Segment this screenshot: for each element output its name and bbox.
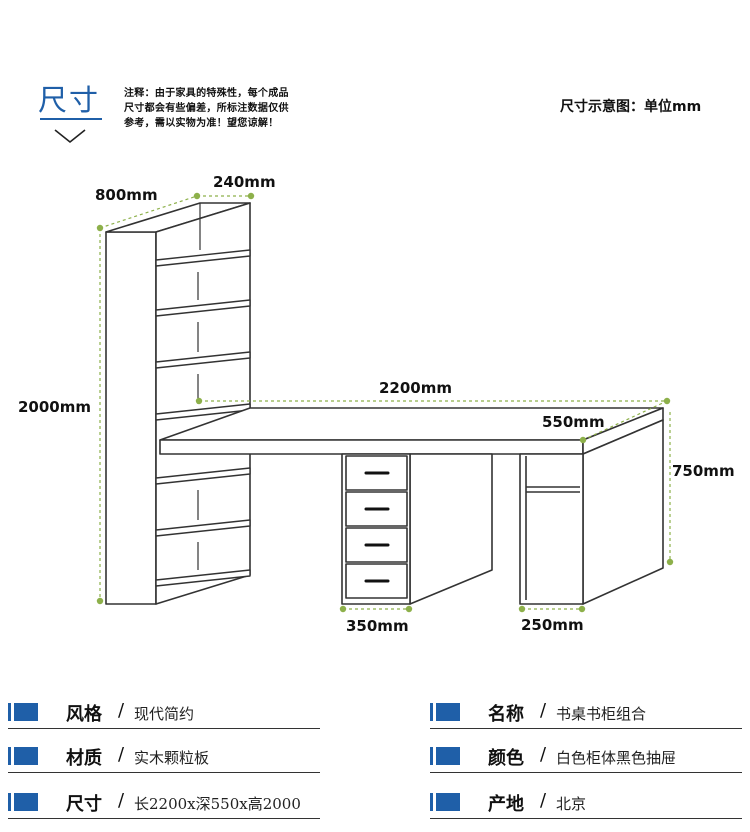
spec-underline — [430, 772, 742, 773]
diagram-caption: 尺寸示意图：单位mm — [560, 99, 702, 115]
spec-value: 实木颗粒板 — [134, 749, 210, 767]
spec-row-size: 尺寸 / 长2200x深550x高2000 — [8, 790, 320, 821]
dim-desk-height: 750mm — [672, 462, 735, 480]
spec-slash: / — [118, 790, 125, 811]
dim-height: 2000mm — [18, 398, 91, 416]
spec-underline — [430, 728, 742, 729]
spec-marker-icon — [430, 747, 460, 765]
spec-label: 颜色 — [488, 748, 524, 769]
spec-row-material: 材质 / 实木颗粒板 — [8, 744, 320, 775]
spec-row-style: 风格 / 现代简约 — [8, 700, 320, 731]
spec-underline — [8, 772, 320, 773]
dimension-guide-points — [96, 192, 674, 613]
note-line: 参考，需以实物为准！望您谅解！ — [124, 118, 279, 129]
spec-row-origin: 产地 / 北京 — [430, 790, 742, 821]
spec-marker-icon — [430, 703, 460, 721]
spec-value: 长2200x深550x高2000 — [134, 795, 301, 813]
spec-underline — [8, 818, 320, 819]
spec-row-name: 名称 / 书桌书柜组合 — [430, 700, 742, 731]
spec-value: 书桌书柜组合 — [556, 705, 647, 723]
size-disclaimer-note: 注释：由于家具的特殊性，每个成品 尺寸都会有些偏差，所标注数据仅供 参考，需以实… — [124, 86, 334, 131]
dim-drawer-unit-width: 350mm — [346, 617, 409, 635]
furniture-dimension-diagram: 800mm 240mm 2000mm 2200mm 550mm 750mm 35… — [18, 173, 735, 635]
bookshelf-side-panel — [105, 231, 157, 605]
spec-marker-icon — [8, 793, 38, 811]
spec-marker-icon — [8, 703, 38, 721]
dim-desk-length: 2200mm — [379, 379, 452, 397]
spec-slash: / — [118, 700, 125, 721]
chevron-down-icon — [54, 129, 86, 144]
dim-cabinet-width: 250mm — [521, 616, 584, 634]
dim-shelf-width: 800mm — [95, 186, 158, 204]
spec-value: 现代简约 — [134, 705, 195, 723]
note-line: 注释：由于家具的特殊性，每个成品 — [124, 88, 289, 99]
spec-slash: / — [118, 744, 125, 765]
spec-label: 风格 — [66, 704, 102, 725]
spec-label: 尺寸 — [66, 794, 102, 815]
spec-underline — [430, 818, 742, 819]
dim-desk-depth: 550mm — [542, 413, 605, 431]
bookshelf-shelves — [155, 249, 251, 587]
section-title: 尺寸 — [38, 83, 101, 117]
desk-top-edge — [159, 439, 584, 455]
spec-label: 材质 — [66, 748, 102, 769]
spec-slash: / — [540, 700, 547, 721]
spec-label: 产地 — [488, 794, 524, 815]
note-line: 尺寸都会有些偏差，所标注数据仅供 — [124, 103, 289, 114]
title-underline — [40, 118, 102, 120]
spec-marker-icon — [430, 793, 460, 811]
spec-row-color: 颜色 / 白色柜体黑色抽屉 — [430, 744, 742, 775]
spec-underline — [8, 728, 320, 729]
spec-marker-icon — [8, 747, 38, 765]
cabinet-unit — [519, 453, 584, 605]
dimension-guides — [99, 195, 671, 610]
spec-label: 名称 — [488, 704, 524, 725]
drawer-handles — [364, 471, 390, 583]
spec-slash: / — [540, 744, 547, 765]
spec-value: 北京 — [556, 795, 587, 813]
spec-slash: / — [540, 790, 547, 811]
drawer-unit-side — [409, 453, 493, 605]
dim-shelf-depth: 240mm — [213, 173, 276, 191]
spec-value: 白色柜体黑色抽屉 — [556, 749, 677, 767]
